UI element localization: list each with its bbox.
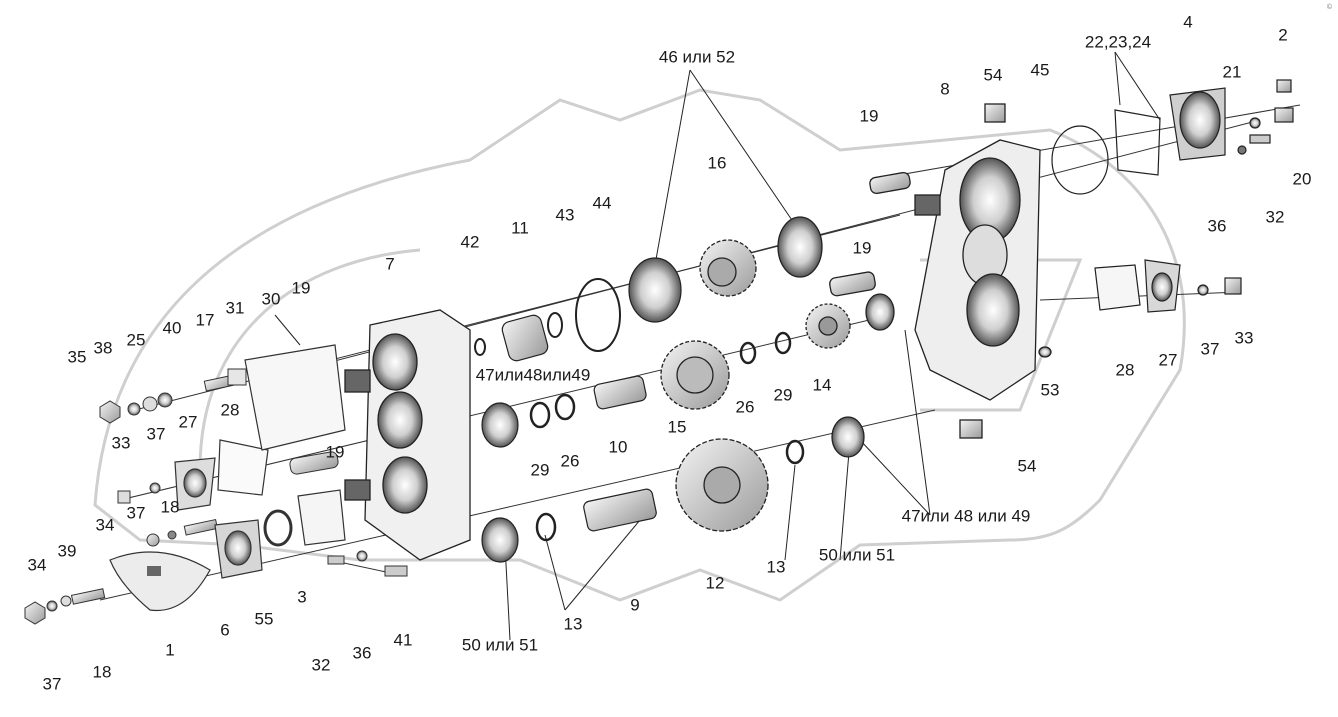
label-15: 15: [667, 417, 687, 437]
label-33-right: 33: [1234, 328, 1254, 348]
label-18-mid: 18: [160, 497, 180, 517]
label-54-top: 54: [983, 65, 1003, 85]
center-components: [474, 257, 682, 563]
label-19-mid: 19: [852, 238, 872, 258]
label-26-left: 26: [560, 451, 580, 471]
label-9: 9: [630, 595, 640, 615]
right-side-parts: [1051, 79, 1294, 313]
label-13-right: 13: [766, 557, 786, 577]
label-31: 31: [225, 298, 245, 318]
label-14: 14: [812, 375, 832, 395]
label-22-23-24: 22,23,24: [1084, 32, 1152, 52]
label-26-right: 26: [735, 397, 755, 417]
label-45: 45: [1030, 60, 1050, 80]
label-33-left: 33: [111, 433, 131, 453]
corner-mark: ©: [1326, 4, 1332, 11]
label-1: 1: [165, 640, 175, 660]
label-3: 3: [297, 587, 307, 607]
label-41: 41: [393, 630, 413, 650]
label-35: 35: [67, 347, 87, 367]
label-8: 8: [940, 79, 950, 99]
label-28-right: 28: [1115, 360, 1135, 380]
label-32-left: 32: [311, 655, 331, 675]
label-37-right: 37: [1200, 339, 1220, 359]
label-47-48-49-right: 47или 48 или 49: [901, 506, 1031, 526]
label-19-left: 19: [291, 278, 311, 298]
label-29-right: 29: [773, 385, 793, 405]
label-27-right: 27: [1158, 350, 1178, 370]
label-28-left: 28: [220, 400, 240, 420]
label-50-51-left: 50 или 51: [461, 635, 539, 655]
left-flanges: [174, 344, 346, 579]
label-18-bottom: 18: [92, 662, 112, 682]
label-50-51-right: 50 или 51: [818, 545, 896, 565]
label-25: 25: [126, 330, 146, 350]
label-37-left: 37: [146, 424, 166, 444]
label-10: 10: [608, 437, 628, 457]
part-8-housing: [869, 103, 1052, 439]
label-54-bottom: 54: [1017, 456, 1037, 476]
label-53: 53: [1040, 380, 1060, 400]
part-7-housing: [344, 309, 471, 561]
label-44: 44: [592, 193, 612, 213]
label-16: 16: [707, 153, 727, 173]
label-4: 4: [1183, 12, 1193, 32]
label-19-lower: 19: [325, 442, 345, 462]
label-6: 6: [220, 620, 230, 640]
label-39: 39: [57, 541, 77, 561]
label-12: 12: [705, 573, 725, 593]
label-36-right: 36: [1207, 216, 1227, 236]
label-37-bottom: 37: [42, 674, 62, 694]
label-13-left: 13: [563, 614, 583, 634]
label-11: 11: [511, 218, 529, 238]
label-19-top: 19: [859, 106, 879, 126]
label-30: 30: [261, 289, 281, 309]
label-46-or-52: 46 или 52: [658, 47, 736, 67]
label-47-48-49-left: 47или48или49: [475, 365, 591, 385]
label-32-right: 32: [1265, 207, 1285, 227]
label-27-left: 27: [178, 412, 198, 432]
label-21: 21: [1222, 62, 1242, 82]
label-7: 7: [385, 254, 395, 274]
label-17: 17: [195, 310, 215, 330]
part-1-guard: [109, 551, 211, 612]
label-2: 2: [1278, 25, 1288, 45]
gears: [660, 216, 895, 532]
label-34-mid: 34: [95, 515, 115, 535]
part-1-tab: [147, 566, 161, 576]
label-55: 55: [254, 609, 274, 629]
label-37-mid: 37: [126, 503, 146, 523]
label-40: 40: [162, 318, 182, 338]
label-42: 42: [460, 232, 480, 252]
label-36-left: 36: [352, 643, 372, 663]
label-34-left: 34: [27, 555, 47, 575]
label-38: 38: [93, 338, 113, 358]
label-20: 20: [1292, 169, 1312, 189]
label-29-left: 29: [530, 460, 550, 480]
label-43: 43: [555, 205, 575, 225]
